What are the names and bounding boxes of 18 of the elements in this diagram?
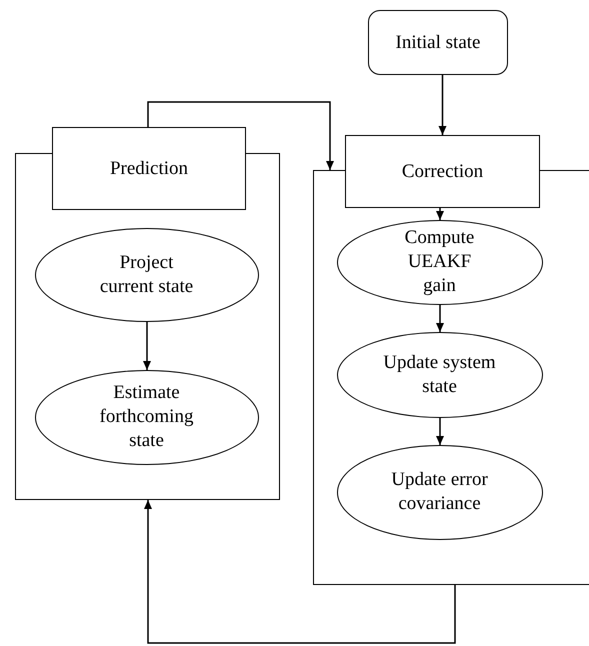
node-label: Project current state [98,250,194,298]
arrow [143,322,151,370]
arrow [436,418,444,445]
process-box [52,127,246,210]
process-box [345,135,540,208]
node-label: Compute UEAKF gain [404,226,476,298]
node-label: Correction [402,160,484,184]
node-label: Initial state [396,30,480,54]
arrow [438,75,446,135]
node-label: Estimate forthcoming state [98,381,194,453]
node-label: Prediction [110,156,188,180]
node-label: Update system state [382,350,497,398]
arrow [144,500,456,644]
arrow [147,101,334,170]
node-label: Update error covariance [390,468,489,516]
start-box [368,10,508,75]
arrow [436,208,444,220]
arrow [436,305,444,332]
